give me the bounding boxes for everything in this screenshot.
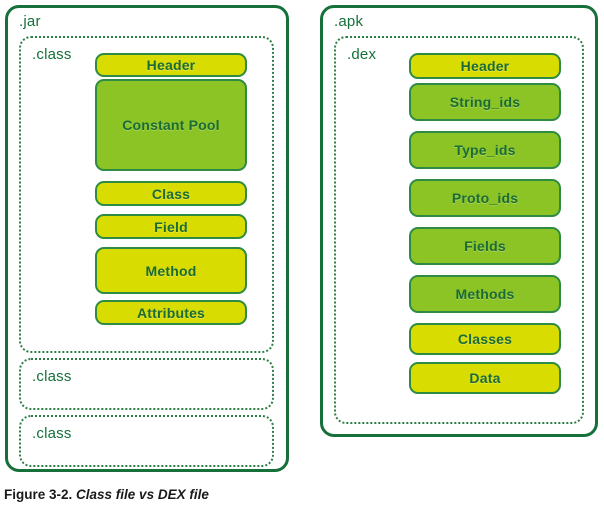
class-box-empty-2: .class <box>19 415 274 467</box>
segment-field: Field <box>95 214 247 239</box>
figure-caption: Figure 3-2. Class file vs DEX file <box>4 487 209 502</box>
apk-panel: .apk .dex Header String_ids Type_ids Pro… <box>320 5 598 437</box>
segment-type-ids: Type_ids <box>409 131 561 169</box>
segment-header: Header <box>95 53 247 77</box>
jar-label: .jar <box>19 13 41 30</box>
segment-class: Class <box>95 181 247 206</box>
class-box-label: .class <box>32 368 72 385</box>
class-box-empty-1: .class <box>19 358 274 410</box>
jar-panel: .jar .class Header Constant Pool Class F… <box>5 5 289 472</box>
apk-label: .apk <box>334 13 364 30</box>
segment-header: Header <box>409 53 561 79</box>
segment-fields: Fields <box>409 227 561 265</box>
figure-number: Figure 3-2. <box>4 487 73 502</box>
segment-attributes: Attributes <box>95 300 247 325</box>
segment-constant-pool: Constant Pool <box>95 79 247 171</box>
dex-box-label: .dex <box>347 46 377 63</box>
segment-classes: Classes <box>409 323 561 355</box>
segment-method: Method <box>95 247 247 294</box>
class-box-label: .class <box>32 46 72 63</box>
segment-proto-ids: Proto_ids <box>409 179 561 217</box>
segment-string-ids: String_ids <box>409 83 561 121</box>
class-box-label: .class <box>32 425 72 442</box>
dex-box: .dex Header String_ids Type_ids Proto_id… <box>334 36 584 424</box>
segment-data: Data <box>409 362 561 394</box>
segment-methods: Methods <box>409 275 561 313</box>
class-box-populated: .class Header Constant Pool Class Field … <box>19 36 274 353</box>
figure-title: Class file vs DEX file <box>76 487 209 502</box>
